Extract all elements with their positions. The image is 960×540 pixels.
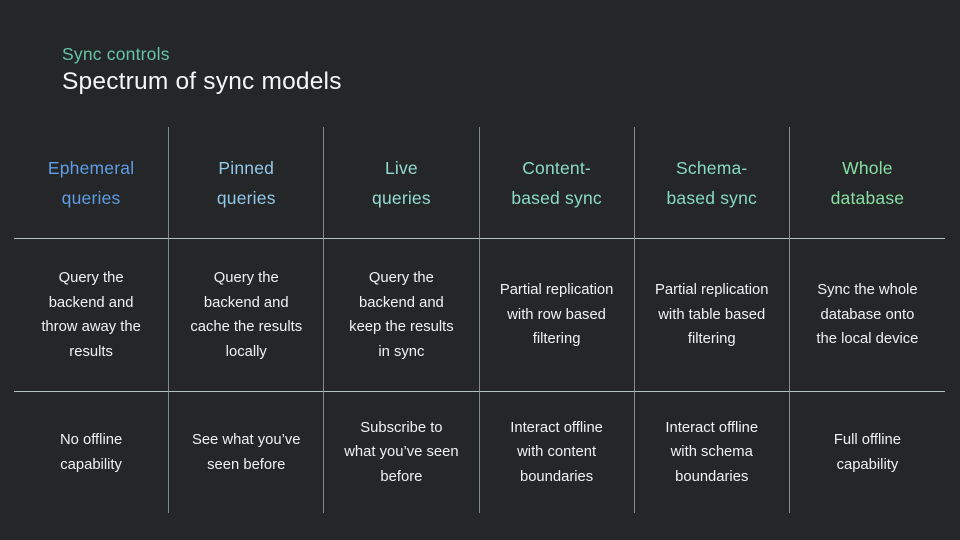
cell-offline-schema-based-sync: Interact offline with schema boundaries	[635, 392, 790, 513]
cell-offline-live-queries: Subscribe to what you’ve seen before	[324, 392, 480, 513]
cell-description-pinned-queries: Query the backend and cache the results …	[169, 239, 325, 392]
cell-description-ephemeral-queries: Query the backend and throw away the res…	[14, 239, 170, 392]
cell-offline-content-based-sync: Interact offline with content boundaries	[480, 392, 635, 513]
cell-offline-pinned-queries: See what you’ve seen before	[169, 392, 325, 513]
slide-kicker: Sync controls	[62, 44, 170, 64]
col-header-content-based-sync: Content- based sync	[479, 127, 635, 239]
cell-description-live-queries: Query the backend and keep the results i…	[324, 239, 480, 392]
title-block: Sync controls Spectrum of sync models	[62, 42, 342, 97]
col-header-whole-database: Whole database	[789, 127, 945, 239]
col-header-live-queries: Live queries	[324, 127, 480, 239]
cell-description-content-based-sync: Partial replication with row based filte…	[479, 239, 635, 392]
sync-models-table: Ephemeral queries Pinned queries Live qu…	[14, 127, 945, 513]
col-header-pinned-queries: Pinned queries	[169, 127, 325, 239]
cell-offline-ephemeral-queries: No offline capability	[14, 392, 170, 513]
cell-description-schema-based-sync: Partial replication with table based fil…	[634, 239, 790, 392]
cell-offline-whole-database: Full offline capability	[833, 432, 901, 473]
page-title: Spectrum of sync models	[62, 68, 342, 95]
col-header-ephemeral-queries: Ephemeral queries	[14, 127, 170, 239]
col-header-schema-based-sync: Schema- based sync	[634, 127, 790, 239]
cell-description-whole-database: Sync the whole database onto the local d…	[789, 239, 945, 392]
